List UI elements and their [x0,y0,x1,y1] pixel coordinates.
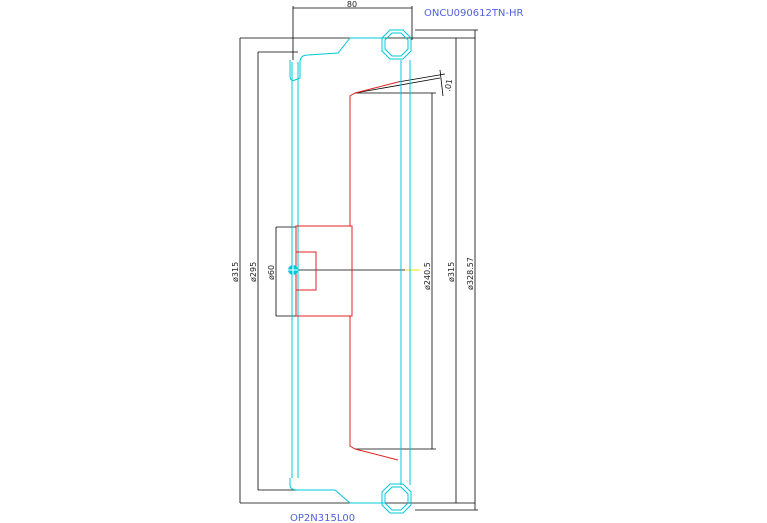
dim-angle: .01 [443,78,454,92]
dim-top-width: 80 [347,0,357,9]
center-marker [288,265,298,275]
dim-d60: ø60 [267,265,276,280]
dim-d315-right: ø315 [447,262,456,282]
label-tool-top: ONCU090612TN-HR [424,8,524,19]
dim-d295: ø295 [249,262,258,282]
dim-d240: ø240.5 [423,262,432,290]
dim-d315-left: ø315 [231,262,240,282]
part-profile [295,81,399,461]
dimension-lines [239,6,478,511]
label-tool-bottom: OP2N315L00 [290,513,355,523]
dim-d328: ø328.57 [466,257,475,290]
